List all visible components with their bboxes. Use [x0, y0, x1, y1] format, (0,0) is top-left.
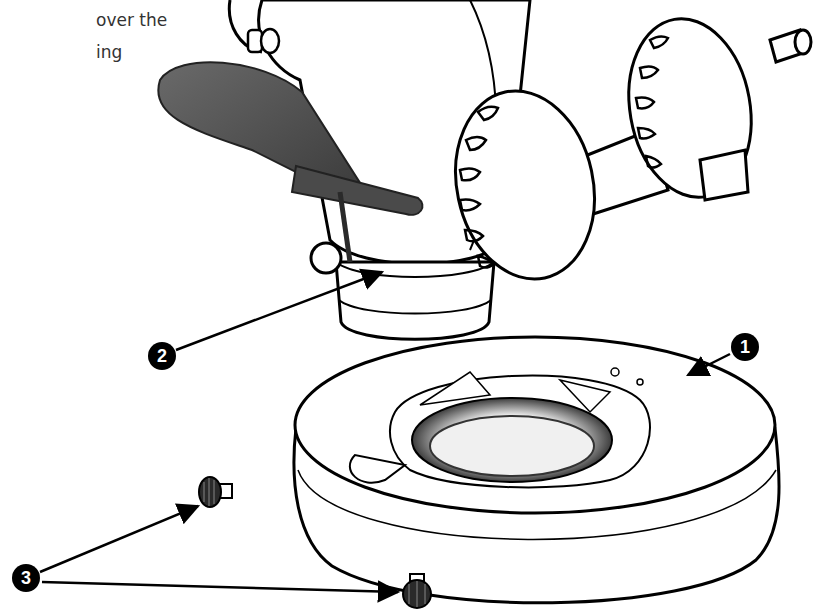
- text-fragment: over the: [96, 10, 167, 30]
- leader-arrows: [40, 272, 730, 592]
- callout-number: 1: [731, 333, 759, 361]
- callout-number: 2: [148, 342, 176, 370]
- callout-number: 3: [12, 564, 40, 592]
- text-fragment: ing: [96, 42, 122, 62]
